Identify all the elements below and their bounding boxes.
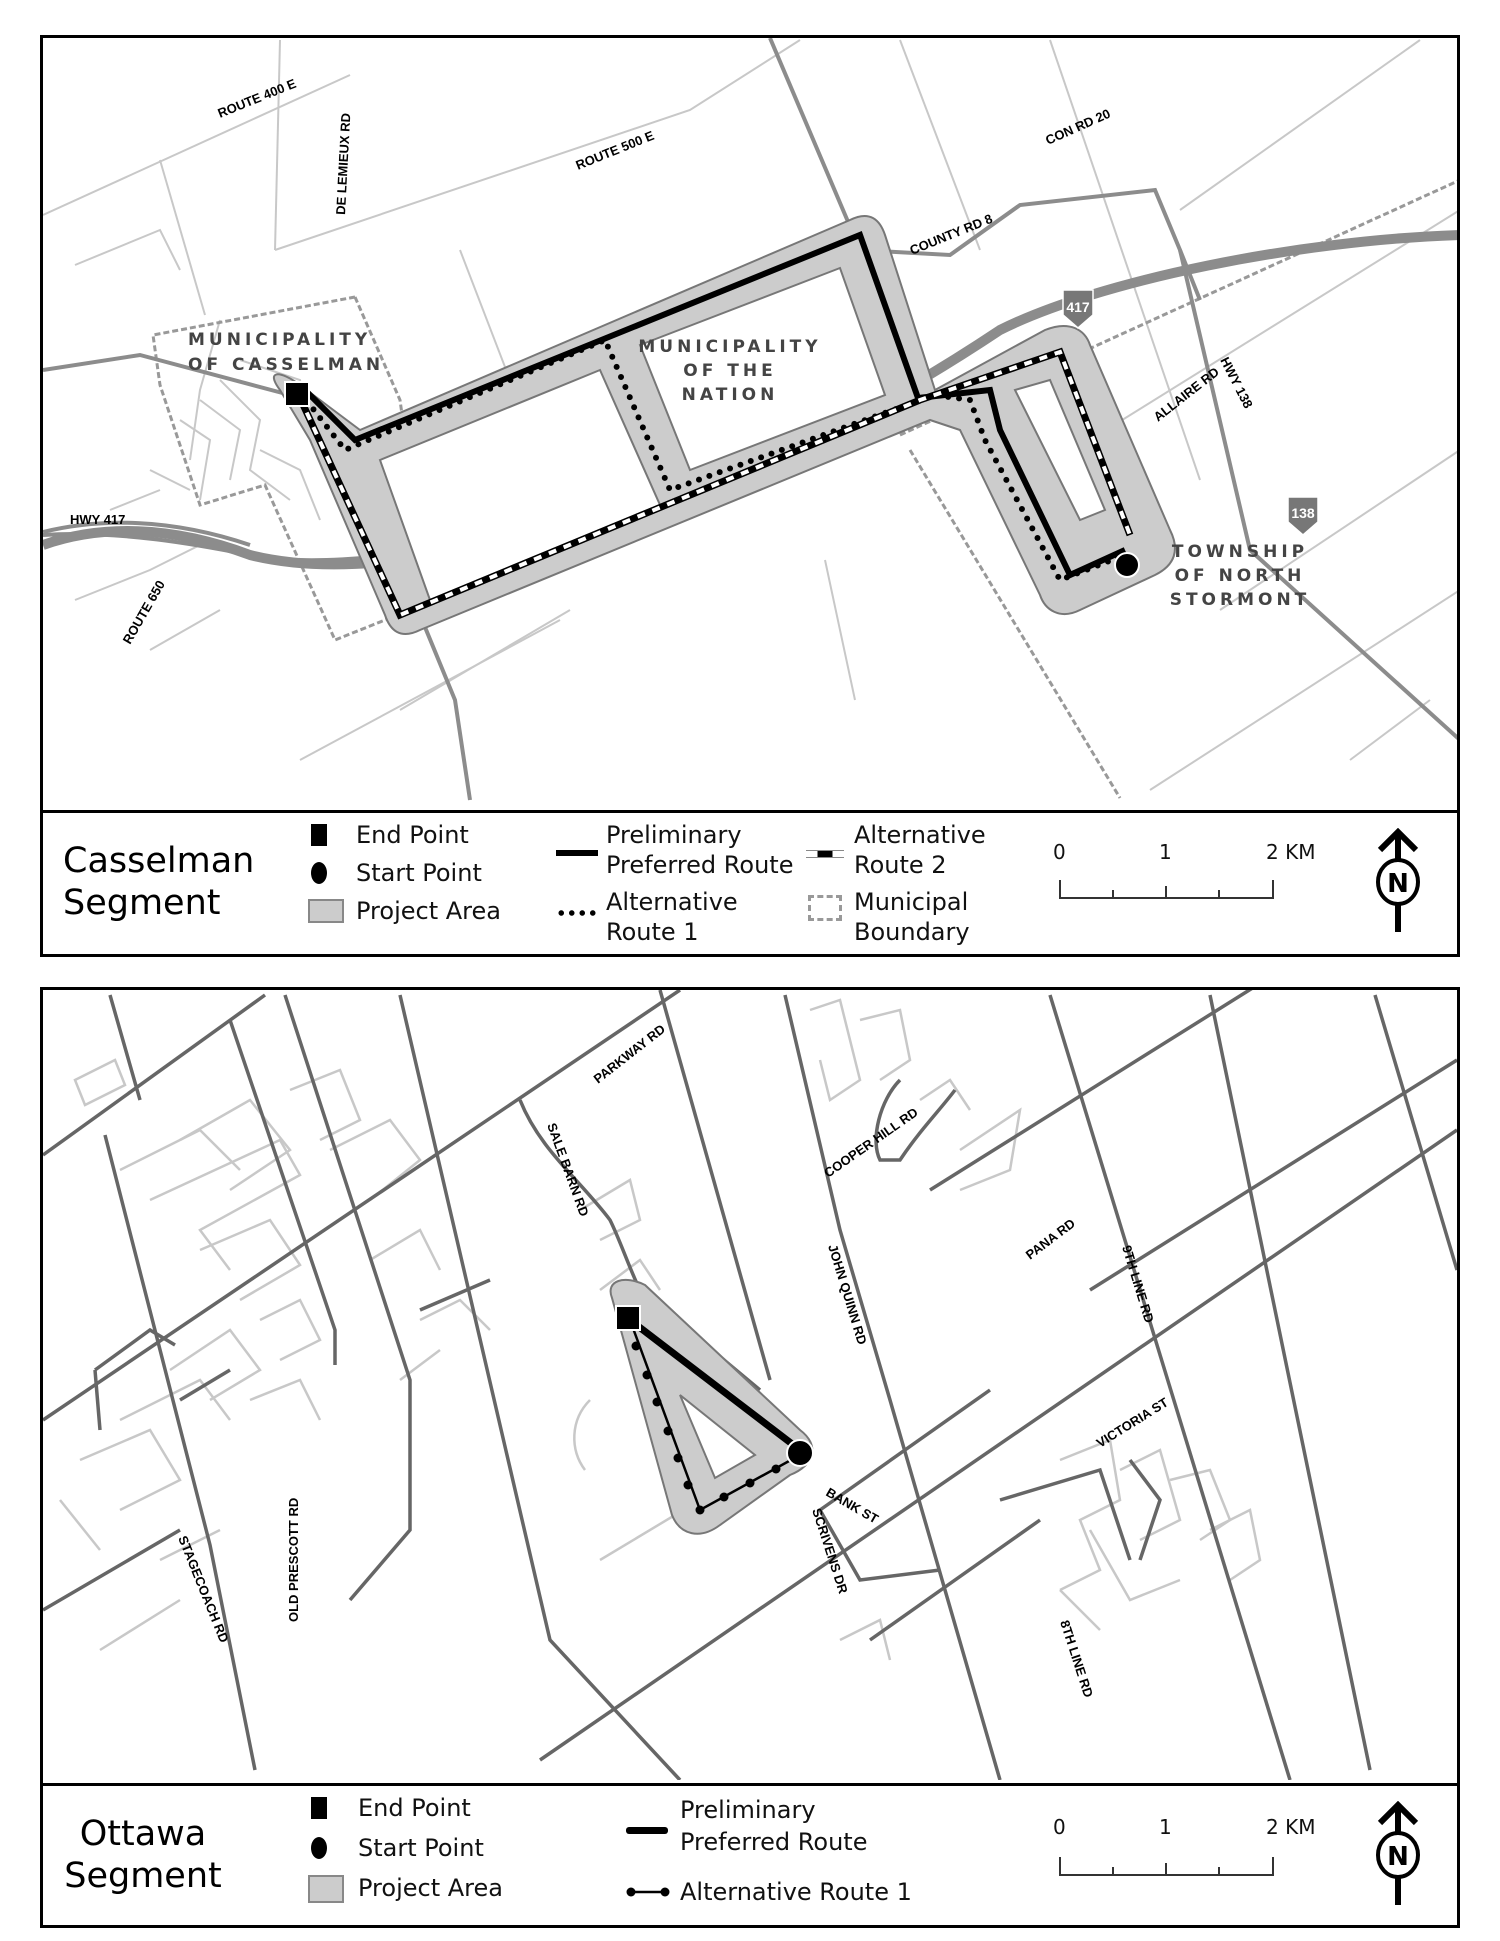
preferred-route-icon bbox=[626, 1827, 668, 1834]
legend-municipal-boundary-1: Municipal bbox=[854, 888, 969, 916]
road-label-8th-line: 8TH LINE RD bbox=[1057, 1618, 1096, 1699]
ottawa-panel: PARKWAY RD SALE BARN RD COOPER HILL RD J… bbox=[40, 987, 1460, 1928]
legend-alt-route-2-1: Alternative bbox=[854, 821, 986, 849]
road-label-de-lemieux: DE LEMIEUX RD bbox=[333, 113, 353, 215]
end-point-marker bbox=[615, 1305, 641, 1331]
title-line-1: Casselman bbox=[63, 841, 255, 881]
scale-tick-1: 1 bbox=[1159, 1815, 1172, 1839]
label-municipality-nation-2: OF THE bbox=[683, 361, 776, 381]
legend-start-point: Start Point bbox=[356, 859, 482, 887]
north-arrow-icon: N bbox=[1376, 828, 1420, 932]
road-label-con-rd-20: CON RD 20 bbox=[1043, 106, 1112, 148]
start-point-icon bbox=[311, 862, 327, 884]
road-label-victoria: VICTORIA ST bbox=[1094, 1395, 1171, 1451]
ottawa-map-canvas: PARKWAY RD SALE BARN RD COOPER HILL RD J… bbox=[43, 990, 1457, 1780]
north-arrow-icon: N bbox=[1376, 1801, 1420, 1905]
road-label-allaire: ALLAIRE RD bbox=[1151, 364, 1222, 424]
scale-tick-0: 0 bbox=[1053, 1815, 1066, 1839]
alternative-route-1 bbox=[628, 1319, 801, 1515]
minor-roads bbox=[59, 998, 1262, 1661]
legend-end-point: End Point bbox=[356, 821, 469, 849]
scale-tick-1: 1 bbox=[1159, 840, 1172, 864]
scale-bar bbox=[1059, 1857, 1274, 1876]
ottawa-segment-title: Ottawa Segment bbox=[63, 1813, 223, 1897]
start-point-marker bbox=[786, 1439, 814, 1467]
alternative-route-2-icon bbox=[806, 850, 844, 858]
ottawa-legend: Ottawa Segment End Point Start Point Pro… bbox=[43, 1783, 1457, 1925]
preferred-route bbox=[627, 1317, 803, 1453]
scale-tick-2: 2 KM bbox=[1266, 840, 1316, 864]
title-line-2: Segment bbox=[64, 1856, 222, 1896]
hwy-417-shield-icon: 417 bbox=[1062, 289, 1094, 329]
alternative-route-2 bbox=[296, 347, 1134, 620]
start-point-icon bbox=[311, 1837, 327, 1859]
hwy-138-shield-icon: 138 bbox=[1287, 496, 1319, 536]
label-township-north-stormont-2: OF NORTH bbox=[1175, 566, 1306, 586]
svg-text:N: N bbox=[1387, 869, 1409, 899]
legend-project-area: Project Area bbox=[356, 897, 501, 925]
road-label-bank: BANK ST bbox=[824, 1485, 882, 1527]
title-line-2: Segment bbox=[63, 883, 221, 923]
casselman-map-canvas: 417 138 ROUTE 400 E DE LEMIEUX RD ROUTE … bbox=[43, 38, 1457, 801]
svg-text:138: 138 bbox=[1291, 505, 1315, 521]
legend-end-point: End Point bbox=[358, 1794, 471, 1822]
legend-preferred-route-2: Preferred Route bbox=[680, 1828, 868, 1856]
scale-tick-0: 0 bbox=[1053, 840, 1066, 864]
scale-bar bbox=[1059, 880, 1274, 899]
legend-alt-route-1-2: Route 1 bbox=[606, 918, 699, 946]
legend-preferred-route-2: Preferred Route bbox=[606, 851, 794, 879]
legend-municipal-boundary-2: Boundary bbox=[854, 918, 970, 946]
legend-start-point: Start Point bbox=[358, 1834, 484, 1862]
road-label-route-400: ROUTE 400 E bbox=[216, 76, 299, 121]
label-municipality-casselman: MUNICIPALITY bbox=[188, 330, 371, 350]
label-municipality-casselman-2: OF CASSELMAN bbox=[188, 355, 384, 375]
major-roads bbox=[43, 990, 1457, 1780]
road-label-parkway: PARKWAY RD bbox=[591, 1021, 668, 1086]
preferred-route bbox=[297, 231, 1127, 579]
end-point-marker bbox=[284, 381, 310, 407]
end-point-icon bbox=[311, 824, 327, 846]
casselman-panel: 417 138 ROUTE 400 E DE LEMIEUX RD ROUTE … bbox=[40, 35, 1460, 957]
legend-alt-route-1-1: Alternative bbox=[606, 888, 738, 916]
road-label-hwy-417: HWY 417 bbox=[70, 512, 125, 527]
road-label-9th-line: 9TH LINE RD bbox=[1119, 1243, 1157, 1324]
road-label-stagecoach: STAGECOACH RD bbox=[175, 1534, 232, 1645]
road-label-route-650: ROUTE 650 bbox=[120, 578, 168, 647]
alternative-route-1-icon bbox=[626, 1887, 670, 1897]
project-area-icon bbox=[308, 1875, 344, 1903]
casselman-legend: Casselman Segment End Point Start Point … bbox=[43, 810, 1457, 954]
legend-preferred-route-1: Preliminary bbox=[680, 1796, 816, 1824]
casselman-segment-title: Casselman Segment bbox=[63, 840, 255, 924]
minor-roads bbox=[43, 39, 1457, 791]
legend-project-area: Project Area bbox=[358, 1874, 503, 1902]
project-area-icon bbox=[308, 899, 344, 923]
title-line-1: Ottawa bbox=[79, 1814, 207, 1854]
svg-text:N: N bbox=[1387, 1842, 1409, 1872]
label-township-north-stormont: TOWNSHIP bbox=[1172, 542, 1308, 562]
road-label-sale-barn: SALE BARN RD bbox=[544, 1121, 592, 1218]
scale-tick-2: 2 KM bbox=[1266, 1815, 1316, 1839]
label-municipality-nation: MUNICIPALITY bbox=[638, 337, 821, 357]
preferred-route-icon bbox=[556, 850, 598, 856]
legend-preferred-route-1: Preliminary bbox=[606, 821, 742, 849]
road-label-pana: PANA RD bbox=[1023, 1216, 1078, 1263]
svg-text:417: 417 bbox=[1066, 299, 1090, 315]
road-label-hwy-138: HWY 138 bbox=[1217, 355, 1256, 411]
road-label-cooper-hill: COOPER HILL RD bbox=[821, 1105, 921, 1181]
municipal-boundary-icon bbox=[808, 895, 842, 921]
start-point-marker bbox=[1114, 552, 1140, 578]
legend-alt-route-2-2: Route 2 bbox=[854, 851, 947, 879]
road-label-old-prescott: OLD PRESCOTT RD bbox=[286, 1498, 301, 1622]
label-municipality-nation-3: NATION bbox=[682, 385, 779, 405]
casselman-map[interactable]: 417 138 ROUTE 400 E DE LEMIEUX RD ROUTE … bbox=[43, 38, 1457, 813]
legend-alt-route-1: Alternative Route 1 bbox=[680, 1878, 912, 1906]
end-point-icon bbox=[311, 1797, 327, 1819]
alternative-route-1-icon bbox=[556, 910, 598, 916]
label-township-north-stormont-3: STORMONT bbox=[1170, 590, 1311, 610]
ottawa-map[interactable]: PARKWAY RD SALE BARN RD COOPER HILL RD J… bbox=[43, 990, 1457, 1786]
